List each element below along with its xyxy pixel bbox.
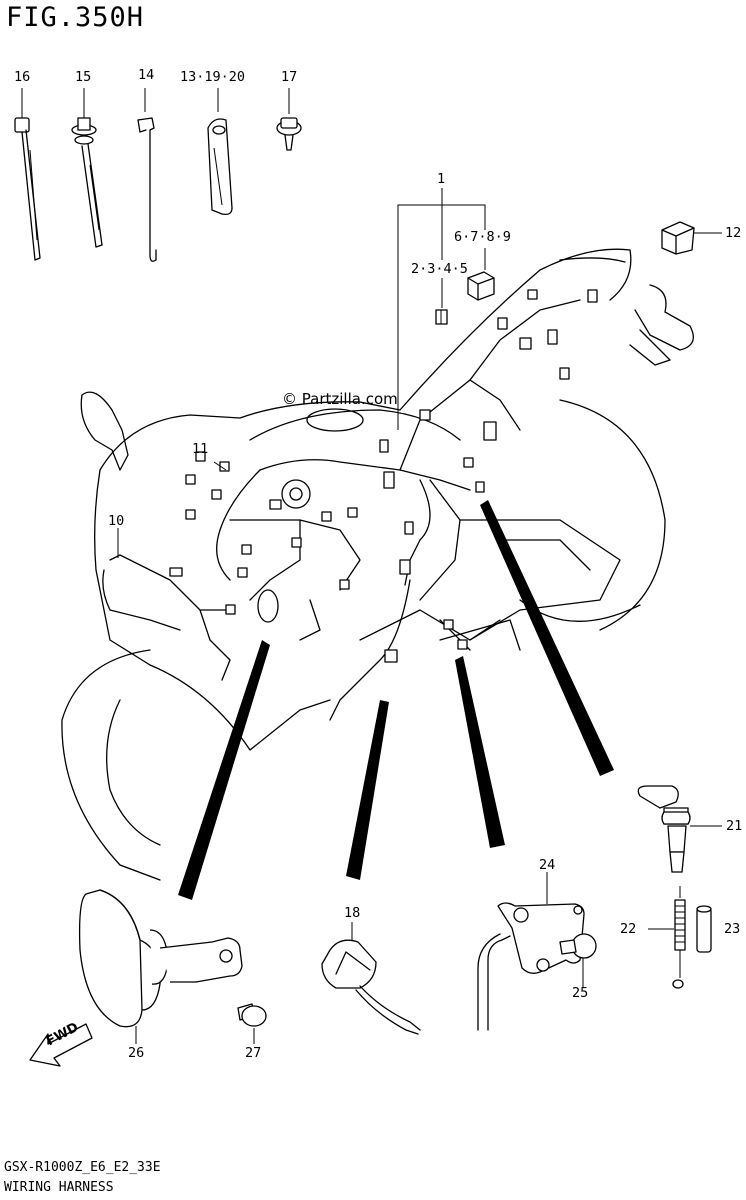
callout-25[interactable]: 25	[572, 985, 589, 1001]
part-26-horn[interactable]	[78, 889, 243, 1044]
callout-6-9[interactable]: 6·7·8·9	[454, 229, 511, 245]
callout-14[interactable]: 14	[138, 67, 155, 83]
part-16-cable-tie-with-clip[interactable]	[14, 88, 41, 261]
part-12-relay[interactable]	[661, 221, 722, 255]
part-27-bolt[interactable]	[237, 1003, 267, 1044]
part-13-clamp[interactable]	[207, 88, 233, 216]
callout-22[interactable]: 22	[620, 921, 637, 937]
callout-27[interactable]: 27	[245, 1045, 262, 1061]
part-15-cable-tie-with-bolt[interactable]	[71, 88, 103, 248]
part-2-fuse[interactable]	[435, 309, 448, 325]
callout-16[interactable]: 16	[14, 69, 31, 85]
callout-12[interactable]: 12	[725, 225, 742, 241]
section-title: WIRING HARNESS	[4, 1180, 114, 1195]
pointer-wedges	[178, 500, 614, 900]
callout-1[interactable]: 1	[437, 171, 446, 187]
callout-10[interactable]: 10	[108, 513, 125, 529]
wiring-harness-main[interactable]	[102, 289, 598, 681]
part-18-sensor[interactable]	[321, 922, 421, 1035]
part-25-bolt[interactable]	[559, 933, 597, 988]
part-23-sleeve[interactable]	[696, 905, 712, 953]
callout-23[interactable]: 23	[724, 921, 741, 937]
callout-21[interactable]: 21	[726, 818, 743, 834]
callout-11[interactable]: 11	[192, 441, 209, 457]
callout-13[interactable]: 13·19·20	[180, 69, 246, 85]
motorcycle-body-outline	[61, 248, 694, 881]
callout-15[interactable]: 15	[75, 69, 92, 85]
part-6-relay[interactable]	[467, 271, 495, 301]
callout-26[interactable]: 26	[128, 1045, 145, 1061]
figure-title: FIG.350H	[6, 2, 145, 33]
part-21-switch[interactable]	[637, 785, 722, 873]
fwd-arrow-icon	[29, 1023, 93, 1067]
leader-lines	[117, 461, 227, 558]
callout-17[interactable]: 17	[281, 69, 298, 85]
callout-2-5[interactable]: 2·3·4·5	[411, 261, 468, 277]
fuse-relay-leaders	[397, 188, 486, 430]
part-22-stud[interactable]	[648, 886, 686, 989]
callout-24[interactable]: 24	[539, 857, 556, 873]
callout-18[interactable]: 18	[344, 905, 361, 921]
watermark: © Partzilla.com	[282, 390, 398, 408]
part-24-bracket[interactable]	[477, 872, 585, 1031]
part-17-clip[interactable]	[276, 88, 302, 151]
model-line: GSX-R1000Z_E6_E2_33E	[4, 1160, 161, 1175]
part-14-clamp[interactable]	[137, 88, 157, 262]
